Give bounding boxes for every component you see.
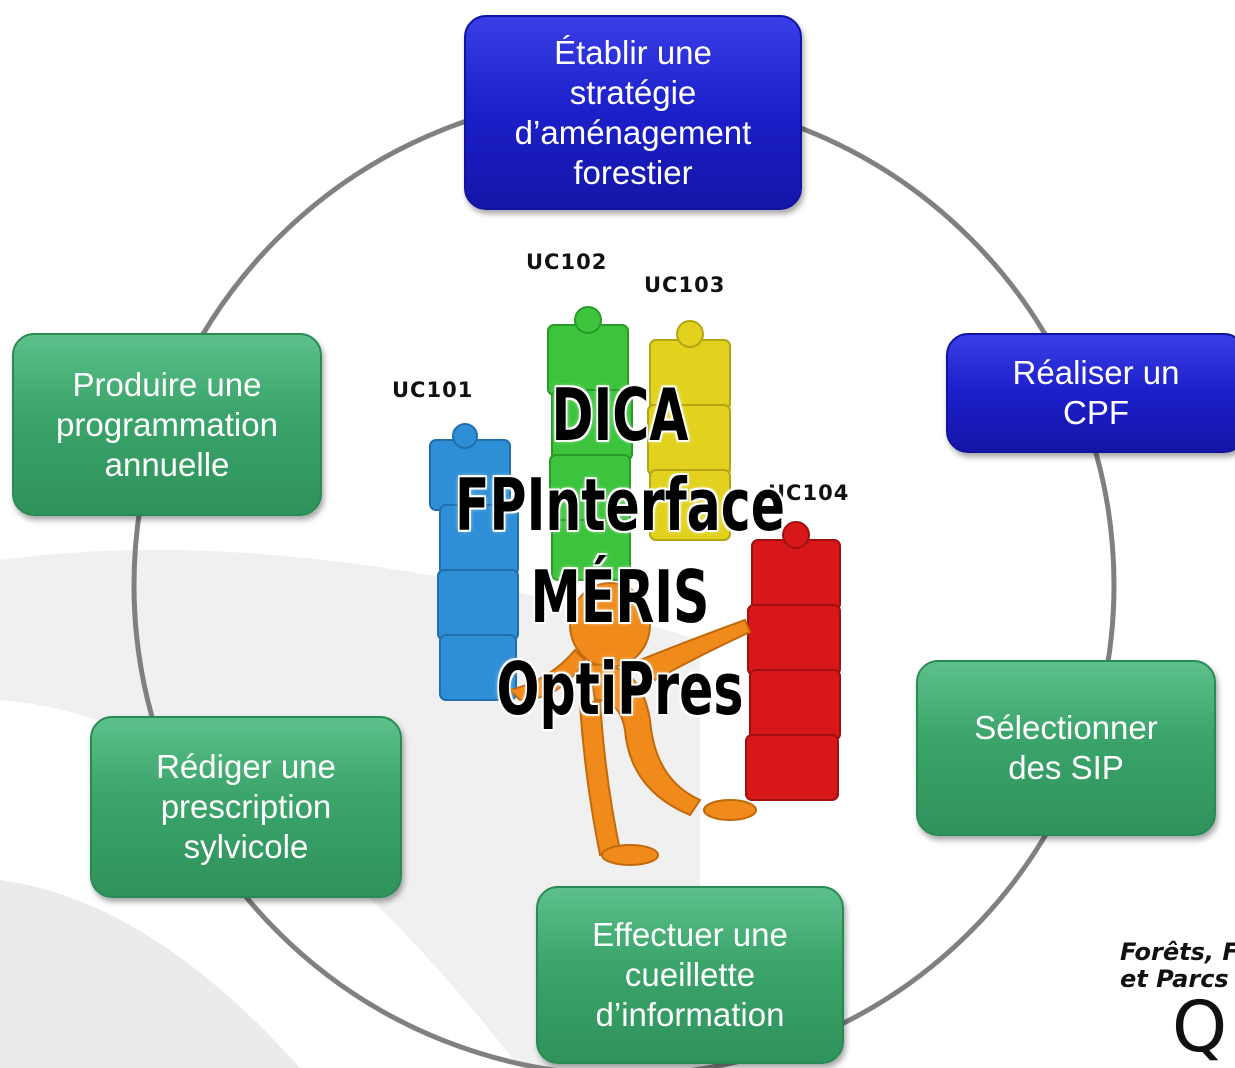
use-case-label-uc101: UC101: [392, 378, 474, 402]
box-select-sip-label: Sélectionner des SIP: [974, 709, 1158, 786]
logo-text-line1: Forêts, F: [1120, 938, 1235, 966]
red-puzzle-stack: [745, 521, 841, 801]
box-annual-programming: Produire une programmation annuelle: [12, 333, 322, 516]
box-annual-programming-label: Produire une programmation annuelle: [56, 365, 278, 483]
tool-label-dica: DICA: [551, 373, 689, 457]
box-write-prescription-label: Rédiger une prescription sylvicole: [156, 748, 336, 865]
yellow-puzzle-stack: [647, 320, 731, 541]
box-select-sip: Sélectionner des SIP: [916, 660, 1216, 836]
orange-figure: [508, 582, 757, 866]
logo-text-line2: et Parcs: [1120, 965, 1229, 993]
logo-mark: Q: [1172, 986, 1228, 1068]
box-collect-information-label: Effectuer une cueillette d’information: [592, 916, 788, 1033]
use-case-label-uc102: UC102: [526, 250, 608, 274]
box-realize-cpf: Réaliser un CPF: [946, 333, 1235, 453]
box-realize-cpf-label: Réaliser un CPF: [1012, 354, 1180, 431]
tool-label-optipres: OptiPres: [496, 647, 744, 731]
use-case-label-uc103: UC103: [644, 273, 726, 297]
green-puzzle-stack: [547, 306, 633, 581]
use-case-label-uc104: UC104: [768, 481, 850, 505]
box-establish-strategy-label: Établir une stratégie d’aménagement fore…: [514, 33, 752, 191]
blue-puzzle-stack: [429, 423, 519, 701]
box-collect-information: Effectuer une cueillette d’information: [536, 886, 844, 1064]
box-establish-strategy: Établir une stratégie d’aménagement fore…: [464, 15, 802, 210]
tool-label-meris: MÉRIS: [530, 555, 710, 639]
tool-label-fpinterface: FPInterface: [455, 463, 785, 547]
box-write-prescription: Rédiger une prescription sylvicole: [90, 716, 402, 898]
